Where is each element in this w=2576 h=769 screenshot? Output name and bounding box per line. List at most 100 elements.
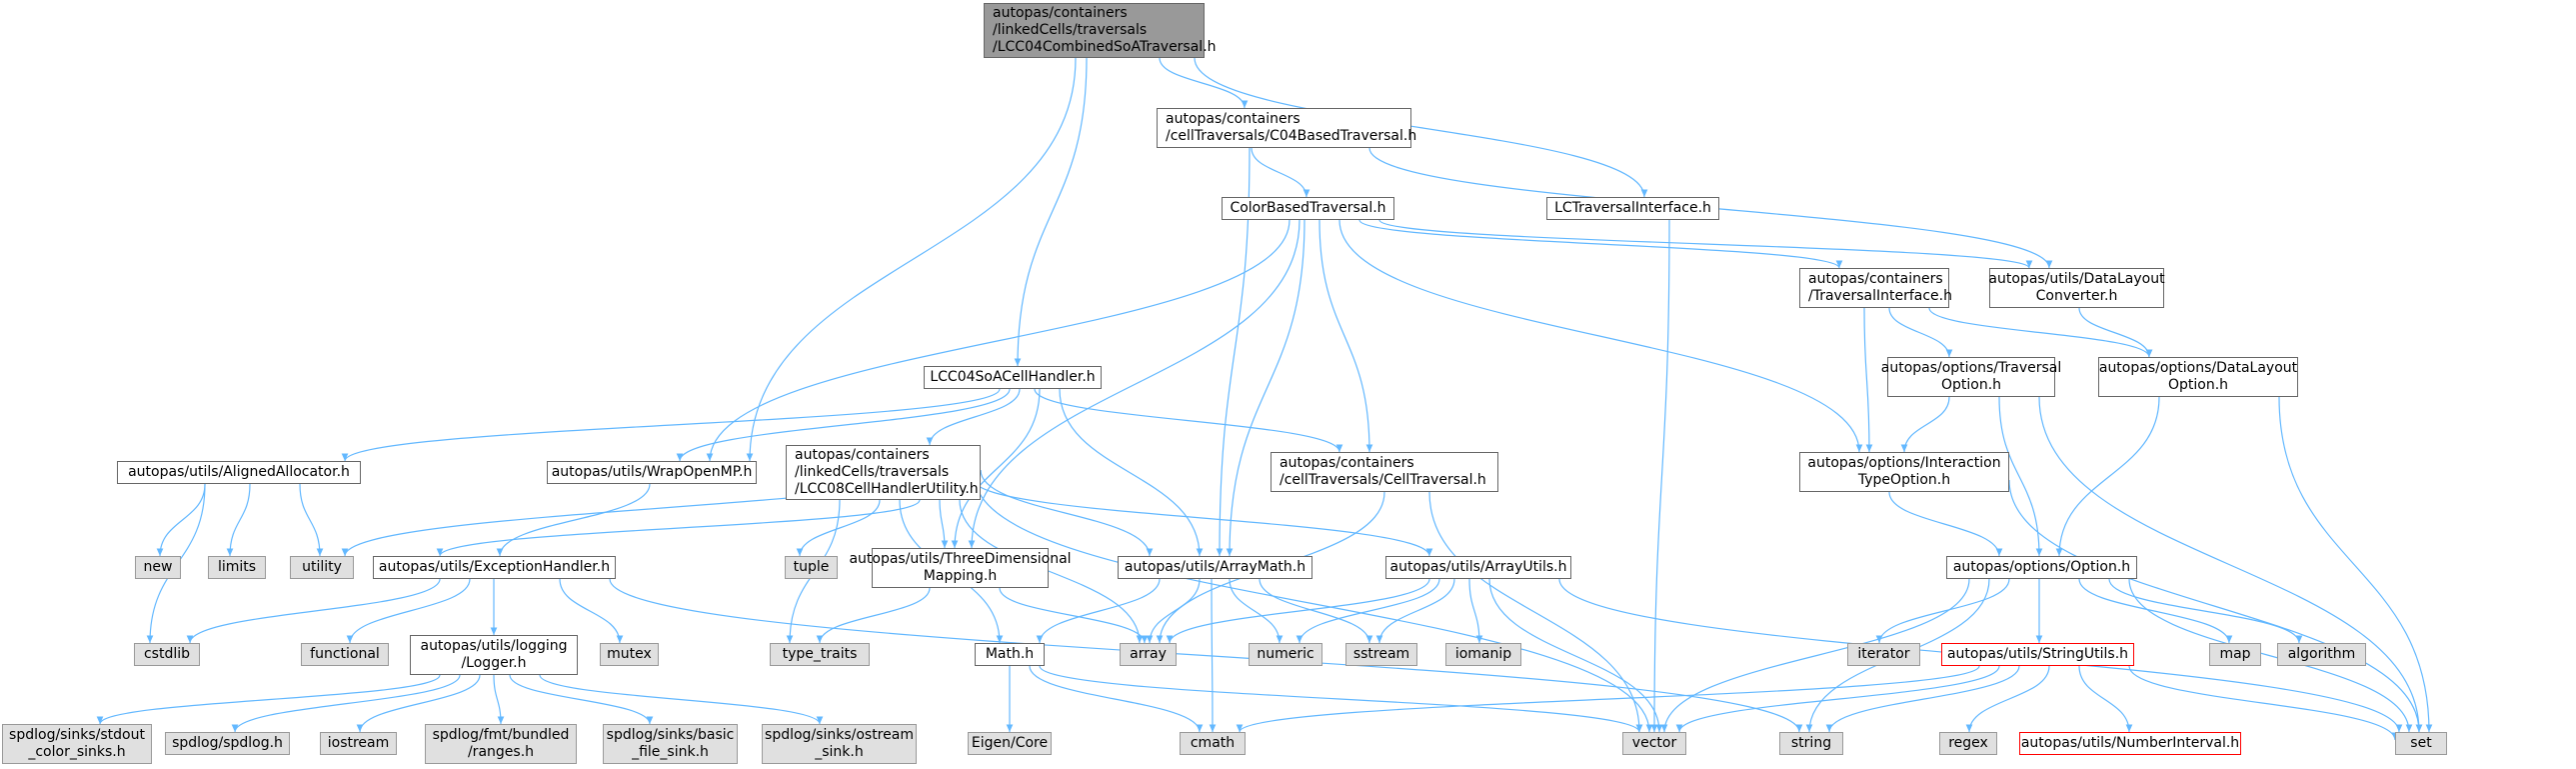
node-set[interactable]: set <box>2395 732 2447 755</box>
node-numeric[interactable]: numeric <box>1249 643 1322 666</box>
include-edge <box>1358 219 1843 269</box>
include-edge <box>341 388 1001 462</box>
node-iostream[interactable]: iostream <box>320 732 397 755</box>
include-edge <box>2128 578 2413 733</box>
include-edge <box>968 219 1300 549</box>
include-edge <box>186 578 441 644</box>
node-eigen[interactable]: Eigen/Core <box>968 732 1052 755</box>
node-lcc04soa[interactable]: LCC04SoACellHandler.h <box>924 366 1102 389</box>
node-fmt-ranges[interactable]: spdlog/fmt/bundled /ranges.h <box>425 724 577 764</box>
include-edge <box>559 578 624 644</box>
node-utility[interactable]: utility <box>290 556 354 579</box>
include-edge <box>1338 219 1863 453</box>
node-array[interactable]: array <box>1120 643 1177 666</box>
include-edge <box>1259 578 1373 644</box>
node-wrapomp[interactable]: autopas/utils/WrapOpenMP.h <box>547 461 757 484</box>
node-regex[interactable]: regex <box>1939 732 1997 755</box>
include-edge <box>974 474 1653 733</box>
include-edge <box>1036 578 1161 644</box>
include-edge <box>1034 388 1343 453</box>
node-lcc08[interactable]: autopas/containers /linkedCells/traversa… <box>786 445 981 500</box>
include-edge <box>1146 578 1201 644</box>
node-functional[interactable]: functional <box>301 643 389 666</box>
node-basic-file[interactable]: spdlog/sinks/basic _file_sink.h <box>603 724 738 764</box>
include-edge <box>1428 491 1643 733</box>
node-stdout-sinks[interactable]: spdlog/sinks/stdout _color_sinks.h <box>2 724 152 764</box>
node-exception[interactable]: autopas/utils/ExceptionHandler.h <box>373 556 616 579</box>
include-edge <box>226 483 251 557</box>
node-stringutils[interactable]: autopas/utils/StringUtils.h <box>1941 643 2134 666</box>
include-edge <box>959 499 1144 644</box>
include-edge <box>1295 578 1440 644</box>
node-numinterval[interactable]: autopas/utils/NumberInterval.h <box>2019 732 2241 755</box>
node-iomanip[interactable]: iomanip <box>1445 643 1521 666</box>
include-edge <box>2078 578 2233 644</box>
include-edge <box>346 578 471 644</box>
include-edge <box>1039 665 1643 733</box>
include-edge <box>493 674 505 725</box>
node-dlopt[interactable]: autopas/options/DataLayout Option.h <box>2098 357 2298 397</box>
include-edge <box>609 578 1803 733</box>
include-edge <box>1965 665 2050 733</box>
node-sstream[interactable]: sstream <box>1345 643 1417 666</box>
include-edge <box>1888 491 2003 557</box>
dependency-edges <box>96 57 2433 741</box>
include-edge <box>1236 665 1980 733</box>
node-interopt[interactable]: autopas/options/Interaction TypeOption.h <box>1799 452 2009 492</box>
include-edge <box>1378 219 2033 269</box>
node-arrayutils[interactable]: autopas/utils/ArrayUtils.h <box>1385 556 1571 579</box>
node-root-header[interactable]: autopas/containers /linkedCells/traversa… <box>984 3 1217 58</box>
include-edge <box>1675 665 2000 733</box>
include-edge <box>816 587 931 644</box>
include-edge <box>2278 396 2433 733</box>
node-map[interactable]: map <box>2209 643 2261 666</box>
include-edge <box>2078 665 2133 733</box>
include-edge <box>1888 307 1953 358</box>
include-edge <box>1251 147 1310 198</box>
node-threedim[interactable]: autopas/utils/ThreeDimensional Mapping.h <box>849 548 1072 588</box>
node-traversalopt[interactable]: autopas/options/Traversal Option.h <box>1881 357 2061 397</box>
include-edge <box>1928 307 2153 358</box>
node-algorithm[interactable]: algorithm <box>2277 643 2366 666</box>
include-edge <box>2078 307 2153 358</box>
include-edge <box>156 483 206 557</box>
include-edge <box>1488 578 1663 733</box>
include-edge <box>1014 57 1088 367</box>
node-arraymath[interactable]: autopas/utils/ArrayMath.h <box>1118 556 1312 579</box>
node-mathh[interactable]: Math.h <box>975 643 1045 666</box>
include-edge <box>1650 219 1670 733</box>
include-edge <box>926 388 1021 446</box>
node-traversalif[interactable]: autopas/containers /TraversalInterface.h <box>1799 268 1952 308</box>
node-colorbased[interactable]: ColorBasedTraversal.h <box>1222 197 1394 220</box>
include-edge <box>1029 665 1204 733</box>
node-mutex[interactable]: mutex <box>600 643 659 666</box>
node-option[interactable]: autopas/options/Option.h <box>1946 556 2137 579</box>
include-edge <box>2055 396 2160 557</box>
include-edge <box>1900 396 1950 453</box>
node-c04based[interactable]: autopas/containers /cellTraversals/C04Ba… <box>1157 108 1416 148</box>
node-string[interactable]: string <box>1779 732 1843 755</box>
node-lctraversal[interactable]: LCTraversalInterface.h <box>1546 197 1719 220</box>
include-edge <box>2008 479 2423 733</box>
include-edge <box>231 674 461 733</box>
node-spdlog[interactable]: spdlog/spdlog.h <box>165 732 290 755</box>
include-edge <box>1159 57 1249 109</box>
include-edge <box>746 57 1077 462</box>
node-cmath[interactable]: cmath <box>1180 732 1246 755</box>
include-edge <box>356 674 481 733</box>
node-logger[interactable]: autopas/utils/logging /Logger.h <box>410 635 578 675</box>
node-new[interactable]: new <box>135 556 181 579</box>
include-edge <box>2128 665 2399 741</box>
node-vector[interactable]: vector <box>1622 732 1686 755</box>
node-type-traits[interactable]: type_traits <box>770 643 870 666</box>
node-tuple[interactable]: tuple <box>785 556 838 579</box>
node-iterator[interactable]: iterator <box>1847 643 1920 666</box>
node-dlconverter[interactable]: autopas/utils/DataLayout Converter.h <box>1988 268 2165 308</box>
include-edge <box>299 483 324 557</box>
node-ostream-sink[interactable]: spdlog/sinks/ostream _sink.h <box>762 724 917 764</box>
include-edge <box>509 674 654 725</box>
node-celltraversal[interactable]: autopas/containers /cellTraversals/CellT… <box>1271 452 1498 492</box>
node-limits[interactable]: limits <box>208 556 266 579</box>
node-cstdlib[interactable]: cstdlib <box>134 643 200 666</box>
node-aligned[interactable]: autopas/utils/AlignedAllocator.h <box>117 461 361 484</box>
